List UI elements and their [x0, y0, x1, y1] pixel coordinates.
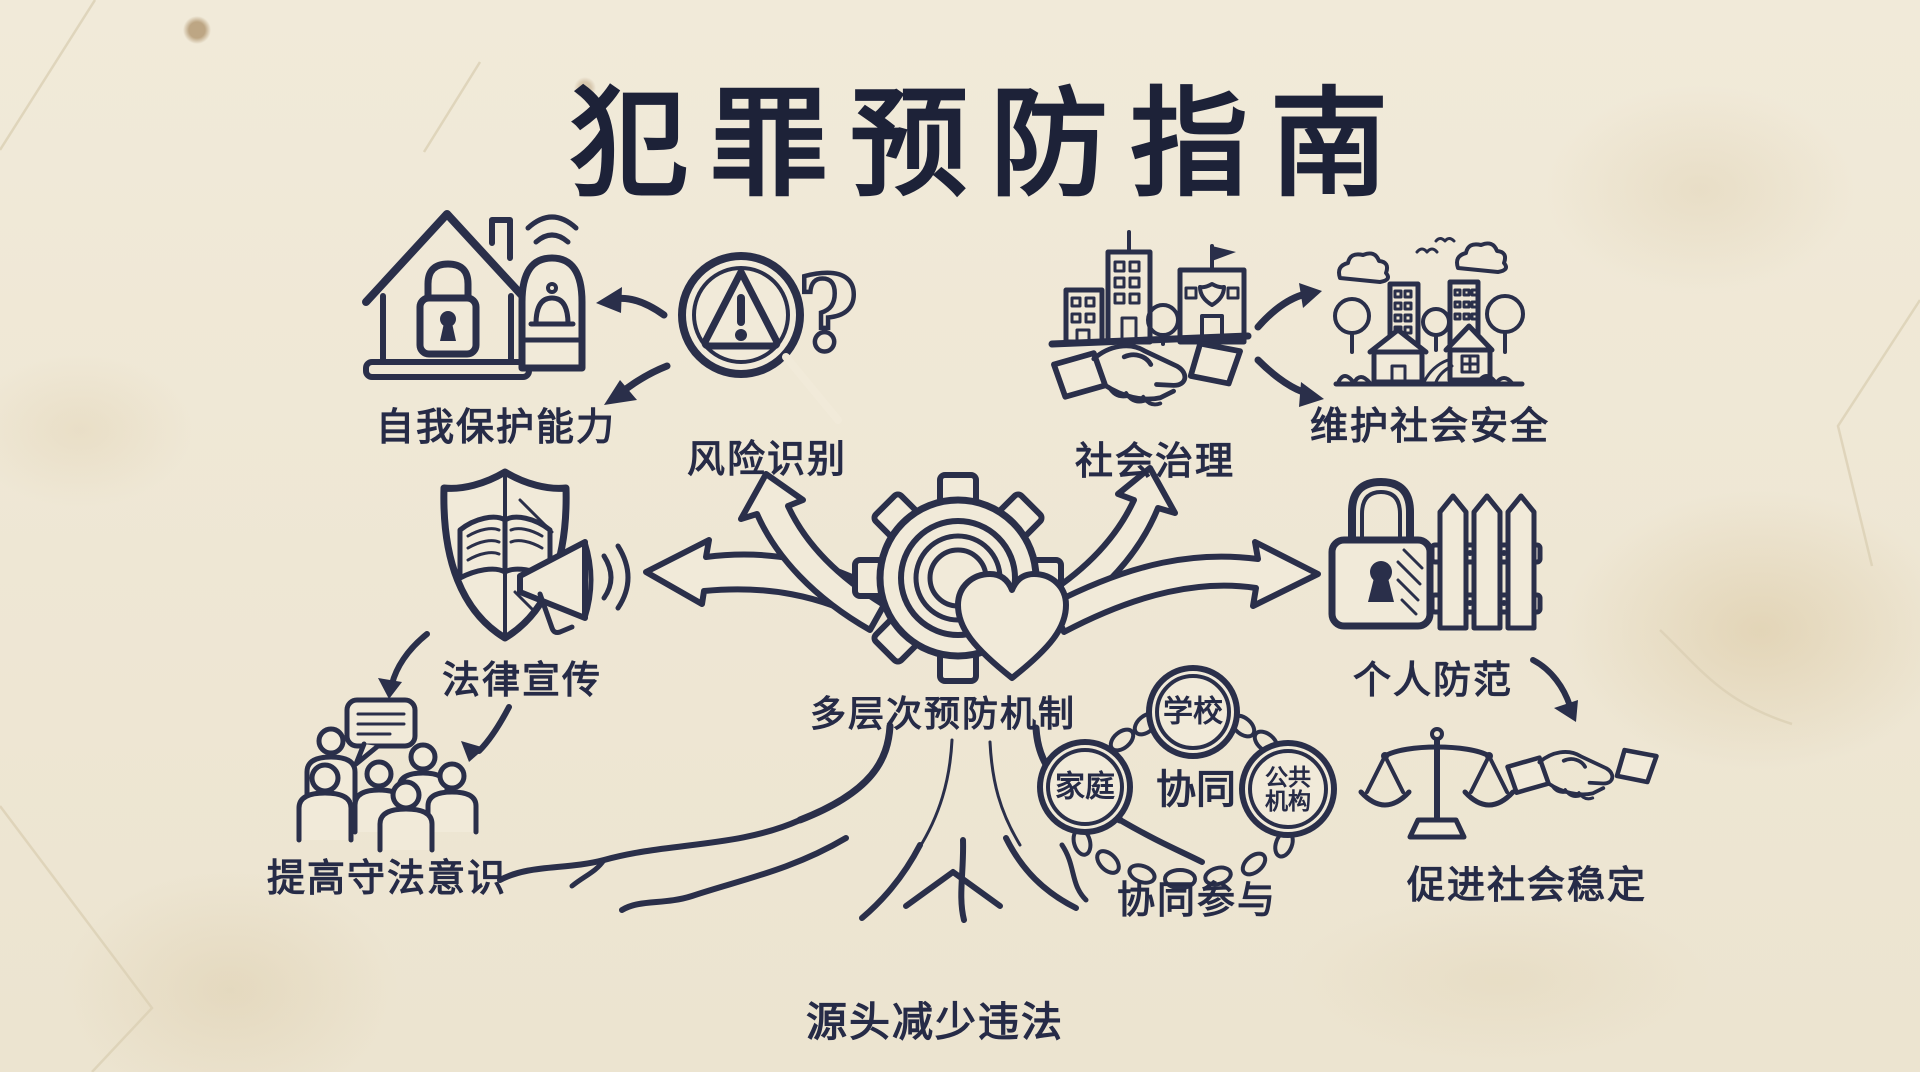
scales-icon	[1358, 727, 1516, 840]
lock-fence-icon	[1328, 478, 1543, 631]
collaboration-chain-icon	[1037, 665, 1337, 890]
prevention-arrow	[1530, 657, 1578, 722]
risk-magnifier-icon	[678, 252, 842, 424]
governance-arrows	[1254, 283, 1324, 407]
label-legal-publicity: 法律宣传	[441, 660, 603, 702]
label-mechanism: 多层次预防机制	[809, 693, 1077, 734]
house-lock-icon	[362, 210, 532, 380]
node-school: 学校	[1163, 695, 1223, 729]
gear-heart-icon	[852, 472, 1069, 684]
community-icon	[1333, 237, 1525, 387]
label-collaboration: 协同参与	[1116, 880, 1278, 922]
legal-shield-icon	[440, 468, 631, 642]
legal-arrows	[378, 631, 512, 762]
stability-handshake-icon	[1508, 750, 1657, 799]
page-title: 犯罪预防指南	[569, 74, 1411, 213]
label-social-safety: 维护社会安全	[1309, 406, 1551, 448]
label-personal-prevention: 个人防范	[1352, 660, 1514, 702]
exchange-arrows	[596, 287, 671, 405]
node-collaborate: 协同	[1156, 768, 1236, 812]
label-risk-identification: 风险识别	[686, 439, 848, 481]
node-public-institutions: 公共机构	[1265, 763, 1311, 814]
node-family: 家庭	[1055, 770, 1115, 804]
tree-trunk-roots	[497, 722, 1205, 923]
label-self-protection: 自我保护能力	[375, 407, 617, 449]
label-law-awareness: 提高守法意识	[266, 858, 508, 900]
label-social-stability: 促进社会稳定	[1406, 865, 1648, 907]
label-social-governance: 社会治理	[1074, 441, 1236, 483]
branch-arrows	[643, 465, 1321, 635]
alarm-icon	[518, 214, 586, 372]
question-mark-icon: ?	[798, 252, 859, 375]
people-group-icon	[296, 697, 479, 853]
governance-icon	[1048, 230, 1252, 404]
label-source-reduction: 源头减少违法	[806, 999, 1064, 1045]
